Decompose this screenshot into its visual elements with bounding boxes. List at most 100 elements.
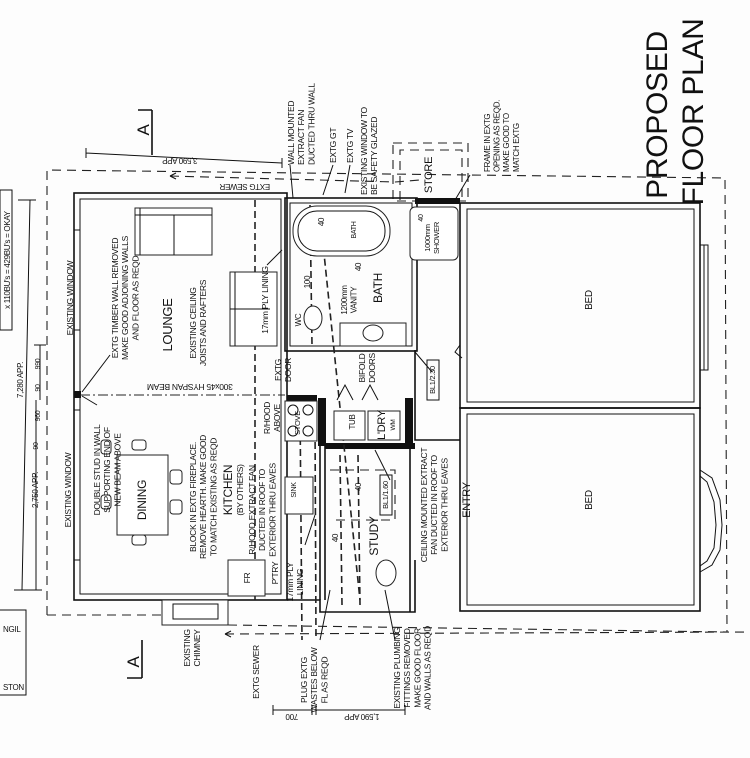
dimensions-d90a-label-line: 90 <box>35 384 42 392</box>
washing-machine <box>367 410 401 441</box>
note-fireplace-label-line: BLOCK IN EXTG FIREPLACE. <box>188 442 198 552</box>
dimensions-bottom-1590-label-line: 1,590 APP <box>344 712 379 721</box>
partial-labels-left-a-label-line: NGIL <box>3 625 21 634</box>
note-plumbing-label-line: FITTINGS REMOVED <box>402 628 412 707</box>
note-ply-kitchen-label-line: 17mm PLY <box>285 562 295 602</box>
toilet <box>303 305 323 331</box>
note-study-label-line: STUDY <box>367 516 381 555</box>
note-ply-kitchen-label-line: LINING <box>295 569 305 596</box>
note-extg-tv-label-line: EXTG TV <box>345 128 355 163</box>
partial-labels-left-b-label: STON <box>3 683 24 692</box>
section-marker-top <box>138 109 153 155</box>
note-frame-in-label-line: MATCH EXTG <box>512 123 521 172</box>
dimensions-dining-label: 2,750 APP. <box>31 472 40 508</box>
note-wm-label-line: WM <box>390 420 397 431</box>
note-wall-fan-label: WALL MOUNTEDEXTRACT FANDUCTED THRU WALL <box>286 83 316 165</box>
note-extg-door-label: EXTGDOOR <box>273 358 293 382</box>
note-bath-small-label: BATH <box>351 221 358 238</box>
note-ceiling-fan-label-line: CEILING MOUNTED EXTRACT <box>419 448 429 563</box>
dimensions-d960-label-line: 960 <box>35 410 42 421</box>
note-rhood-fan-label-line: EXTERIOR THRU EAVES <box>267 463 277 557</box>
note-ply-kitchen-label: 17mm PLYLINING <box>285 562 305 602</box>
note-timber-wall-label-line: EXTG TIMBER WALL REMOVED <box>110 238 120 359</box>
note-entry-label: ENTRY <box>461 481 473 518</box>
partial-labels-top-left-box-label: x 110BU's = 429BU's = OKAY <box>3 210 12 309</box>
note-chimney-label: EXISTINGCHIMNEY <box>182 629 202 667</box>
note-frame-in-label-line: FRAME IN EXTG <box>483 114 492 172</box>
note-double-stud-label-line: DOUBLE STUD IN WALL <box>92 424 102 515</box>
note-sewer-top-label-line: EXTG SEWER <box>219 182 270 191</box>
note-window-lounge-label-line: EXISTING WINDOW <box>65 260 75 335</box>
note-ceiling-fan-label-line: EXTERIOR THRU EAVES <box>439 458 449 552</box>
section-markers-bottom-label-line: A <box>124 656 143 668</box>
section-markers-top-label-line: A <box>134 124 153 136</box>
note-double-stud-label-line: SUPPORTING END OF <box>102 427 112 513</box>
note-vanity-label-line: 1200mm <box>340 285 349 315</box>
note-rhood-above-label: R/HOODABOVE <box>262 402 282 434</box>
note-dining-label-line: DINING <box>135 480 149 520</box>
note-ldry-label: L'DRY <box>376 409 388 440</box>
note-bl-230-label: BL1/2.30 <box>428 366 437 394</box>
note-frame-in-label-line: OPENING AS REQD. <box>493 100 502 172</box>
note-n40-study2-label: 40 <box>331 533 340 542</box>
note-wc-label: WC <box>294 313 303 326</box>
note-ceiling-label-line: EXISTING CEILING <box>188 287 198 358</box>
note-safety-glazed-label: EXISTING WINDOW TOBE SAFETY GLAZED <box>359 107 379 195</box>
note-bl-160-label: BL1/1.60 <box>381 481 390 509</box>
note-plug-label-line: PLUG EXTG <box>299 657 309 703</box>
note-bl-160-label-line: BL1/1.60 <box>381 481 390 509</box>
note-window-lounge-label: EXISTING WINDOW <box>65 260 75 335</box>
note-tub-label-line: TUB <box>348 414 357 429</box>
note-plug-label: PLUG EXTGWASTES BELOWFL AS REQD <box>299 647 329 712</box>
note-rhood-above-label-line: ABOVE <box>272 403 282 431</box>
partial-labels-left-b-label-line: STON <box>3 683 24 692</box>
note-plug-label-line: FL AS REQD <box>319 656 329 703</box>
note-n100-label-line: 100 <box>303 275 312 288</box>
walls <box>73 192 701 613</box>
note-entry-label-line: ENTRY <box>461 481 473 518</box>
note-vanity-label-line: VANITY <box>350 286 359 313</box>
dimensions-overall-label-line: 7,280 APP. <box>16 362 25 398</box>
note-plumbing-label-line: EXISTING PLUMBING <box>392 627 402 708</box>
note-shower-label-line: 1000mm <box>423 224 432 251</box>
note-stove-label-line: STOVE <box>293 411 302 435</box>
section-marker-bottom <box>127 640 143 679</box>
dimensions-bottom-1590-label: 1,590 APP <box>344 712 379 721</box>
note-wall-fan-label-line: WALL MOUNTED <box>286 101 296 165</box>
title-line1-label-line: PROPOSED <box>641 31 674 199</box>
dining-table <box>116 454 169 536</box>
note-wc-label-line: WC <box>294 313 303 326</box>
note-sewer-bottom-label: EXTG SEWER <box>251 645 261 699</box>
note-frame-in-label-line: MAKE GOOD TO <box>502 113 511 172</box>
note-fireplace-label: BLOCK IN EXTG FIREPLACE.REMOVE HEARTH. M… <box>188 435 218 559</box>
dimensions-dining-label-line: 2,750 APP. <box>31 472 40 508</box>
note-n40-shower-label: 40 <box>418 214 425 222</box>
note-ldry-label-line: L'DRY <box>376 409 388 440</box>
note-bl-230-label-line: BL1/2.30 <box>428 366 437 394</box>
note-bed1-label: BED <box>584 290 595 310</box>
dimensions-d90a-label: 90 <box>35 384 42 392</box>
note-n40-study-label-line: 40 <box>354 482 363 491</box>
note-window-dining-label-line: EXISTING WINDOW <box>63 452 73 527</box>
note-sink-label: SINK <box>291 482 298 498</box>
note-bifold-label-line: DOORS <box>367 353 377 383</box>
windows <box>74 229 723 573</box>
sink <box>284 476 314 515</box>
note-kitchen-label: KITCHEN <box>221 465 235 516</box>
note-fr-label-line: FR <box>242 572 252 583</box>
note-bed2-label: BED <box>584 490 595 510</box>
note-n100-label: 100 <box>303 275 312 288</box>
note-extg-tv-label: EXTG TV <box>345 128 355 163</box>
note-extg-gt-label-line: EXTG GT <box>328 128 338 163</box>
title-block-fragment <box>0 609 27 696</box>
note-frame-in-label: FRAME IN EXTGOPENING AS REQD.MAKE GOOD T… <box>483 100 521 172</box>
note-beam-label-line: 300x45 HYSPAN BEAM <box>147 382 233 392</box>
laundry-tub <box>333 410 366 441</box>
note-timber-wall-label-line: MAKE GOOD ADJOINING WALLS <box>120 235 130 360</box>
note-sewer-bottom-label-line: EXTG SEWER <box>251 645 261 699</box>
title-line2-label-line: FLOOR PLAN <box>677 18 710 205</box>
note-wm-label: WM <box>390 420 397 431</box>
bl-160-box <box>379 474 393 516</box>
